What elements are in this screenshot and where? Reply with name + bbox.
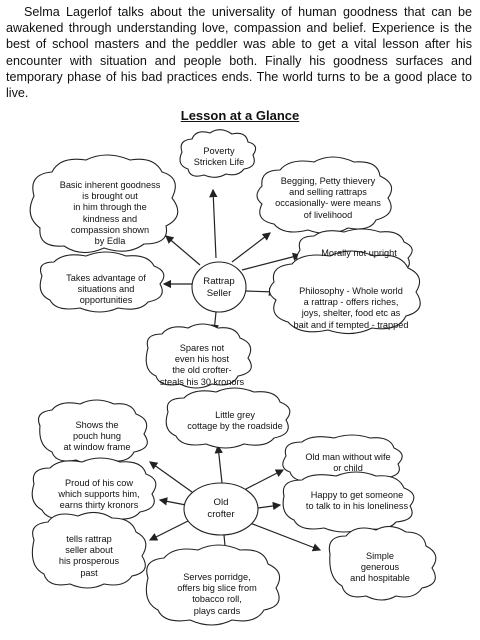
cloud-begging (256, 156, 393, 235)
cloud-takes-advantage (39, 251, 165, 313)
cloud-philosophy (268, 250, 421, 335)
cloud-poverty (179, 129, 257, 178)
cloud-spares-not (145, 323, 252, 389)
node-philosophy: Philosophy - Whole world a rattrap - off… (293, 286, 409, 330)
center-rattrap-seller: Rattrap Seller (203, 276, 235, 299)
node-begging: Begging, Petty thievery and selling ratt… (275, 176, 381, 220)
node-serves-porridge: Serves porridge, offers big slice from t… (177, 572, 257, 616)
cloud-happy (282, 471, 415, 533)
node-basic-goodness: Basic inherent goodness is brought out i… (59, 180, 161, 247)
node-poverty: Poverty Stricken Life (193, 146, 245, 168)
node-shows-pouch: Shows the pouch hung at window frame (63, 420, 131, 453)
node-takes-advantage: Takes advantage of situations and opport… (66, 273, 146, 306)
node-happy: Happy to get someone to talk to in his l… (305, 490, 409, 512)
node-little-grey: Little grey cottage by the roadside (187, 410, 283, 432)
node-old-man: Old man without wife or child (305, 452, 391, 474)
node-proud-of-cow: Proud of his cow which supports him, ear… (58, 478, 140, 511)
node-simple-generous: Simple generous and hospitable (350, 551, 410, 584)
intro-paragraph: Selma Lagerlof talks about the universal… (6, 5, 472, 101)
node-morally: Morally not upright (321, 248, 397, 258)
lesson-heading: Lesson at a Glance (180, 108, 300, 123)
node-tells-rattrap: tells rattrap seller about his prosperou… (58, 534, 120, 578)
center-old-crofter: Old crofter (207, 497, 235, 520)
cloud-tells-rattrap (31, 511, 147, 589)
node-spares-not: Spares not even his host the old crofter… (159, 343, 245, 387)
hub-rattrap-seller (191, 261, 247, 313)
cloud-simple-generous (328, 525, 437, 601)
hub-old-crofter (183, 482, 259, 536)
cloud-basic-goodness (29, 154, 179, 254)
cloud-little-grey (165, 387, 291, 449)
cloud-serves-porridge (145, 544, 281, 626)
